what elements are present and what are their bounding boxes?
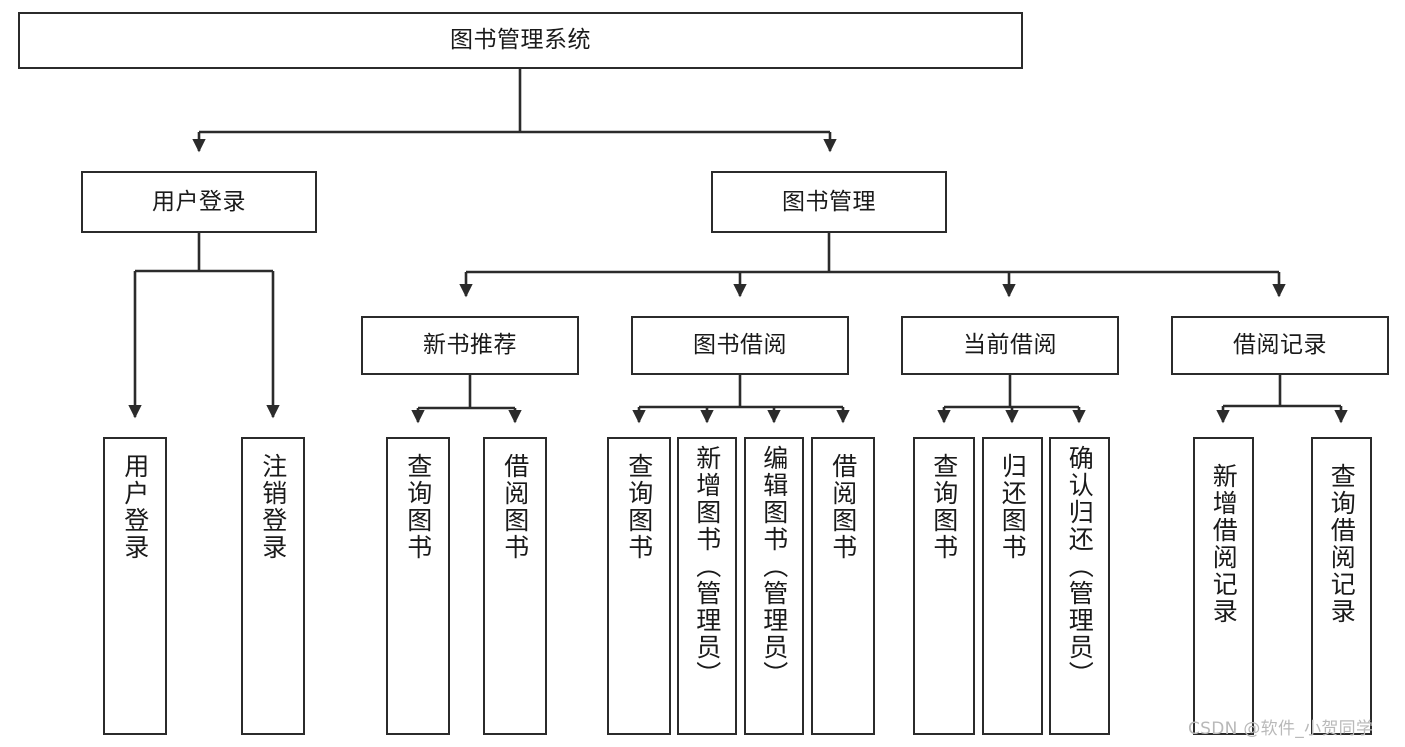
node-leaf-edit-book-admin-label: 编辑图书（管理员） bbox=[759, 445, 789, 688]
node-leaf-add-book-admin[interactable]: 新增图书（管理员） bbox=[677, 437, 737, 735]
node-leaf-logout[interactable]: 注销登录 bbox=[241, 437, 305, 735]
node-book-borrow[interactable]: 图书借阅 bbox=[631, 316, 849, 375]
csdn-watermark: CSDN @软件_小贺同学 bbox=[1188, 719, 1374, 739]
node-leaf-borrow-book-recommend[interactable]: 借阅图书 bbox=[483, 437, 547, 735]
node-book-manage-label: 图书管理 bbox=[782, 188, 876, 215]
node-leaf-confirm-return-admin[interactable]: 确认归还（管理员） bbox=[1049, 437, 1110, 735]
node-leaf-query-borrow-record-label: 查询借阅记录 bbox=[1327, 463, 1357, 625]
node-leaf-return-book-label: 归还图书 bbox=[998, 453, 1028, 561]
node-leaf-query-book-current-label: 查询图书 bbox=[929, 453, 959, 561]
node-leaf-return-book[interactable]: 归还图书 bbox=[982, 437, 1043, 735]
node-leaf-confirm-return-admin-label: 确认归还（管理员） bbox=[1065, 445, 1095, 688]
node-leaf-query-book-recommend-label: 查询图书 bbox=[403, 453, 433, 561]
node-book-borrow-label: 图书借阅 bbox=[693, 332, 787, 359]
node-root-label: 图书管理系统 bbox=[450, 27, 591, 54]
node-borrow-record[interactable]: 借阅记录 bbox=[1171, 316, 1389, 375]
node-user-login[interactable]: 用户登录 bbox=[81, 171, 317, 233]
node-leaf-borrow-book-borrow-label: 借阅图书 bbox=[828, 453, 858, 561]
node-leaf-edit-book-admin[interactable]: 编辑图书（管理员） bbox=[744, 437, 804, 735]
node-user-login-label: 用户登录 bbox=[152, 188, 246, 215]
node-leaf-query-borrow-record[interactable]: 查询借阅记录 bbox=[1311, 437, 1372, 735]
node-new-book-recommend[interactable]: 新书推荐 bbox=[361, 316, 579, 375]
node-leaf-query-book-borrow[interactable]: 查询图书 bbox=[607, 437, 671, 735]
node-leaf-user-login[interactable]: 用户登录 bbox=[103, 437, 167, 735]
node-leaf-user-login-label: 用户登录 bbox=[120, 453, 150, 561]
node-leaf-add-borrow-record[interactable]: 新增借阅记录 bbox=[1193, 437, 1254, 735]
node-leaf-borrow-book-borrow[interactable]: 借阅图书 bbox=[811, 437, 875, 735]
node-leaf-query-book-borrow-label: 查询图书 bbox=[624, 453, 654, 561]
node-leaf-borrow-book-recommend-label: 借阅图书 bbox=[500, 453, 530, 561]
node-current-borrow-label: 当前借阅 bbox=[963, 332, 1057, 359]
node-book-manage[interactable]: 图书管理 bbox=[711, 171, 947, 233]
node-root[interactable]: 图书管理系统 bbox=[18, 12, 1023, 69]
node-leaf-query-book-recommend[interactable]: 查询图书 bbox=[386, 437, 450, 735]
node-new-book-recommend-label: 新书推荐 bbox=[423, 332, 517, 359]
node-borrow-record-label: 借阅记录 bbox=[1233, 332, 1327, 359]
node-leaf-add-borrow-record-label: 新增借阅记录 bbox=[1209, 463, 1239, 625]
node-leaf-query-book-current[interactable]: 查询图书 bbox=[913, 437, 975, 735]
node-current-borrow[interactable]: 当前借阅 bbox=[901, 316, 1119, 375]
node-leaf-logout-label: 注销登录 bbox=[258, 453, 288, 561]
node-leaf-add-book-admin-label: 新增图书（管理员） bbox=[692, 445, 722, 688]
